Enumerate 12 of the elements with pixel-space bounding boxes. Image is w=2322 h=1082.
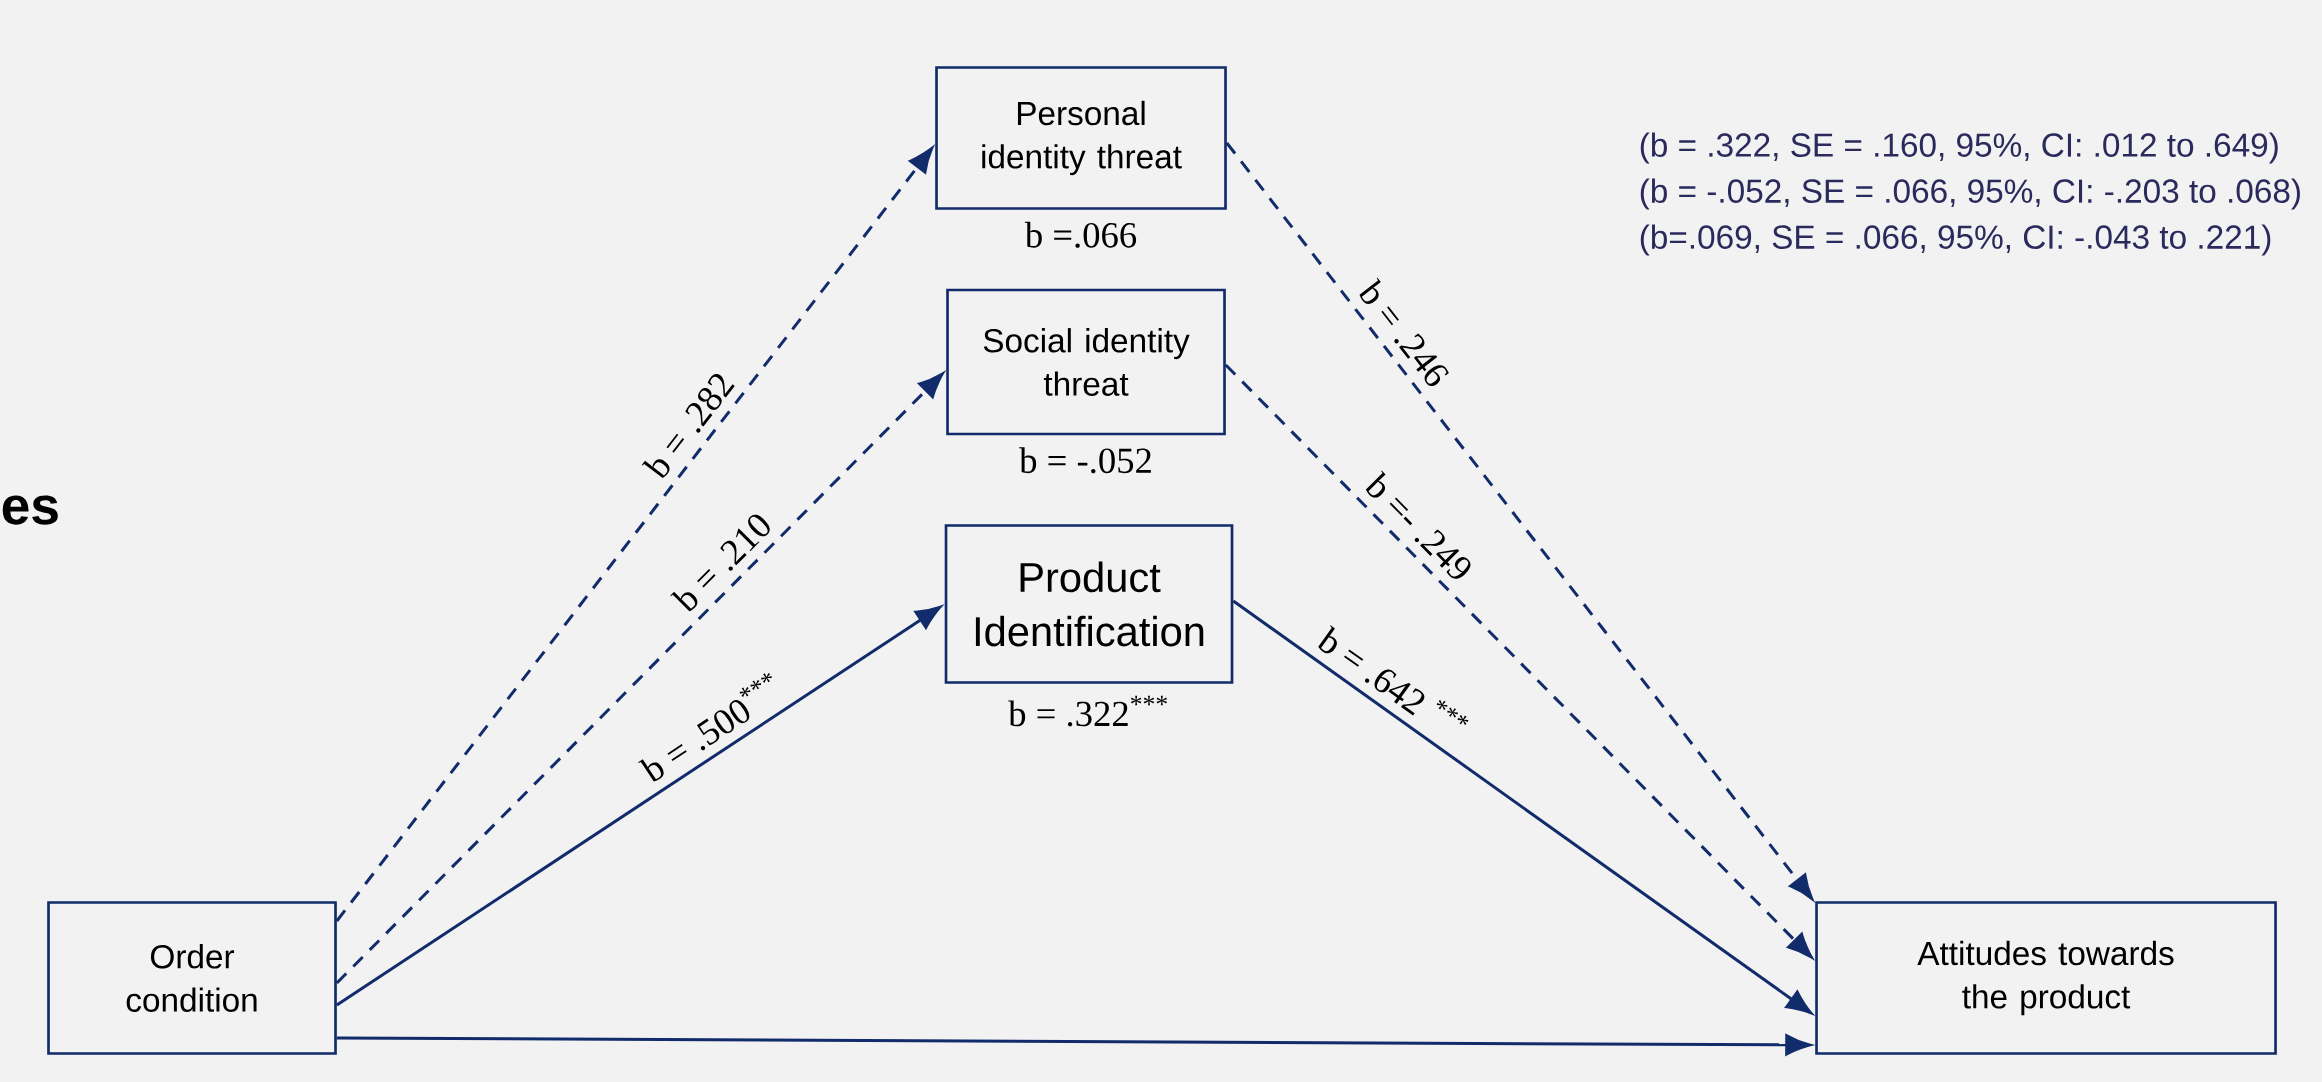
heading-fragment: es xyxy=(2,495,58,525)
variable-box: Attitudes towards the product xyxy=(1815,901,2277,1055)
coefficient-label: b = .322$^{***}$ xyxy=(1008,695,1167,727)
coefficient-label: b = -.052 xyxy=(1019,447,1151,474)
variable-box: Product Identification xyxy=(944,524,1234,684)
coefficient-label: b =.066 xyxy=(1024,221,1137,248)
statistics-note: (b = -.052, SE = .066, 95%, CI: -.203 to .068) xyxy=(1640,178,2300,210)
variable-box: Social identity threat xyxy=(946,288,1226,436)
statistics-note: (b = .322, SE = .160, 95%, CI: .012 to .649) xyxy=(1640,132,2278,164)
variable-box: Personal identity threat xyxy=(935,66,1227,210)
variable-box: Order condition xyxy=(47,901,337,1055)
statistics-note: (b=.069, SE = .066, 95%, CI: -.043 to .221) xyxy=(1640,224,2271,256)
